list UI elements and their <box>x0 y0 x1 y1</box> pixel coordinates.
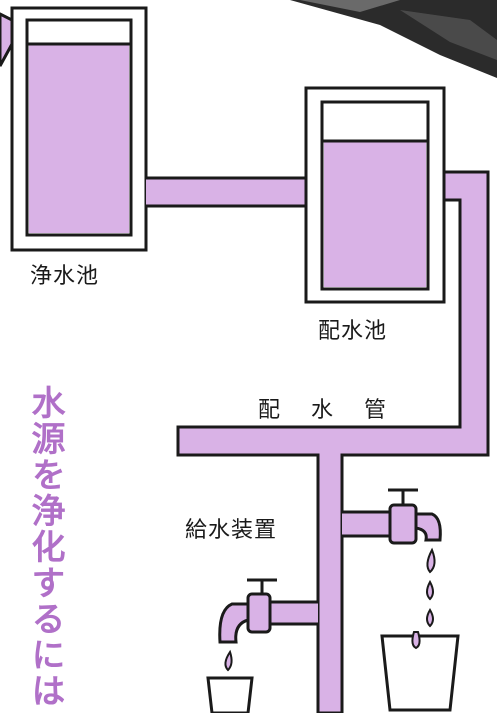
left-faucet-icon <box>218 578 277 644</box>
distribution-pond <box>304 86 446 304</box>
left-cup-icon <box>206 676 254 713</box>
purification-pond <box>10 6 148 252</box>
distribution-pipe <box>176 170 490 713</box>
distribution-pipe-label: 配 水 管 <box>258 398 398 423</box>
water-supply-device-label: 給水装置 <box>185 518 278 543</box>
water-drops <box>426 547 436 628</box>
right-faucet-icon <box>388 488 442 545</box>
photo-corner <box>290 0 497 78</box>
purification-pond-label: 浄水池 <box>30 264 100 289</box>
distribution-pond-label: 配水池 <box>318 319 388 344</box>
connecting-pipe <box>146 176 306 208</box>
page-title: 水源を浄化するには <box>25 385 65 709</box>
inlet-pipe <box>0 12 14 67</box>
right-bucket-icon <box>380 631 460 712</box>
water-drop <box>224 649 233 672</box>
